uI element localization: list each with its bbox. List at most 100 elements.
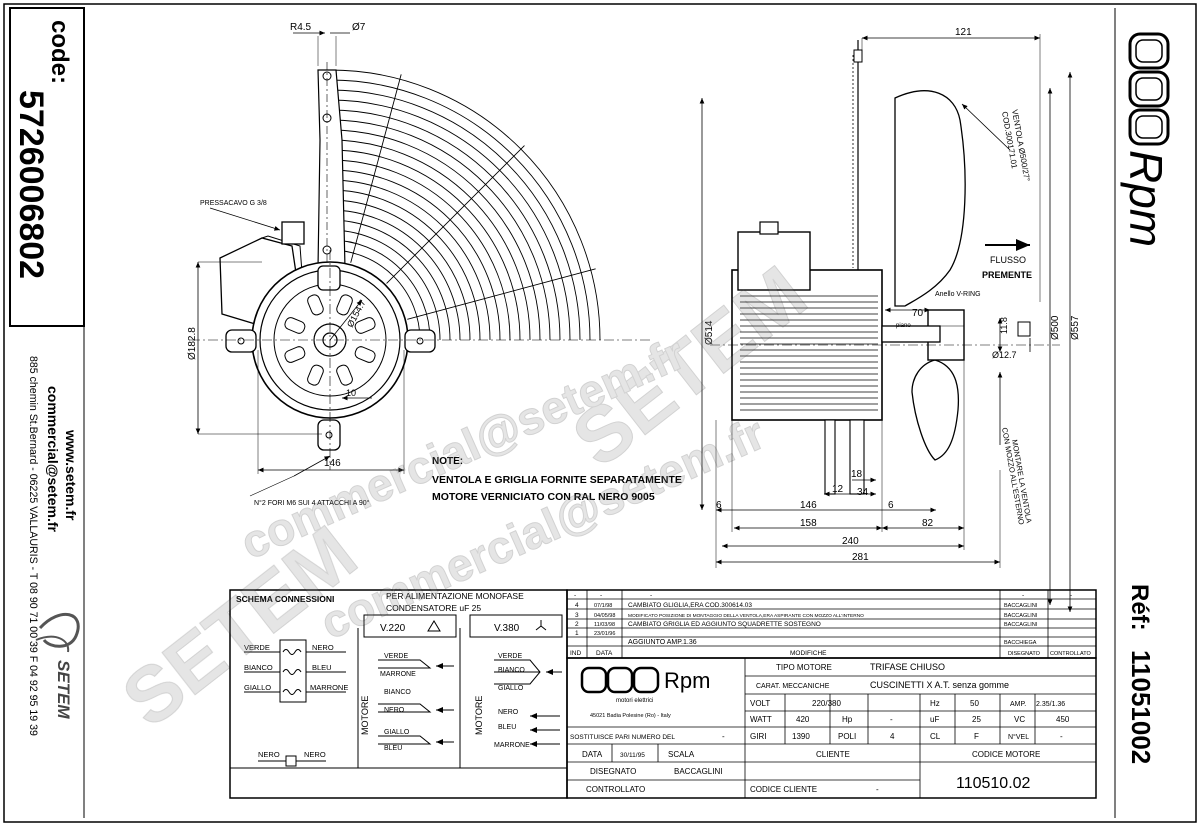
rev-h-controllato: CONTROLLATO (1050, 651, 1091, 657)
vent-slot (354, 346, 376, 363)
watermark-email-2: commercial@setem.fr (313, 407, 772, 650)
cooling-fins (740, 295, 878, 411)
foot-right (404, 329, 436, 353)
data-label: DATA (582, 750, 603, 759)
title-block-box (566, 657, 1097, 799)
b-bianco: BIANCO (498, 667, 525, 674)
watt-label: WATT (750, 715, 772, 724)
vent-slot (284, 317, 306, 334)
dim-82: 82 (922, 518, 934, 529)
vent-slot (336, 364, 353, 386)
rev2-ind: 3 (575, 612, 579, 619)
dim-158: 158 (800, 518, 817, 529)
codice-motore-label: CODICE MOTORE (972, 750, 1040, 759)
nero-right: NERO (312, 643, 334, 652)
piano-label: piano (896, 323, 911, 329)
rev0-text: - (650, 592, 652, 599)
front-view-labels: R4.5 Ø7 PRESSACAVO G 3/8 Ø182.8 Ø154.7 1… (187, 22, 682, 507)
giri-value: 1390 (792, 732, 810, 741)
dim-70: 70 (912, 308, 924, 319)
vent-slot (307, 364, 324, 386)
cap-nero-2: NERO (304, 750, 326, 759)
hz-label: Hz (930, 699, 940, 708)
giallo-left: GIALLO (244, 683, 271, 692)
bleu-right: BLEU (312, 663, 332, 672)
rev3-by: BACCAGLINI (1004, 622, 1038, 628)
b-marrone: MARRONE (494, 742, 530, 749)
right-strip (1114, 8, 1170, 818)
nvel-value: - (1060, 732, 1063, 741)
giri-label: GIRI (750, 732, 766, 741)
sostituisce-label: SOSTITUISCE PARI NUMERO DEL (570, 734, 675, 741)
rev0-ctrl: - (1070, 592, 1072, 599)
rev3-text: CAMBIATO GRIGLIA ED AGGIUNTO SQUADRETTE … (628, 621, 821, 628)
left-strip (9, 7, 85, 818)
grille-spoke (386, 145, 525, 284)
rev2-text: MODIFICATO POSIZIONE DI MONTAGGIO DELLA … (628, 613, 864, 619)
vc-value: 450 (1056, 715, 1070, 724)
amp-value: 2.35/1.36 (1036, 701, 1065, 708)
volt-label: VOLT (750, 699, 770, 708)
sheet-frame (3, 3, 1197, 823)
cable-gland (281, 221, 305, 245)
codice-cliente-value: - (876, 785, 879, 794)
note-line2: MOTORE VERNICIATO CON RAL NERO 9005 (432, 491, 655, 503)
rev3-date: 11/03/98 (594, 622, 615, 628)
note-title: NOTE: (432, 456, 463, 467)
fan-side-upper (894, 90, 966, 307)
rev4-date: 23/01/96 (594, 631, 615, 637)
rev-h-data: DATA (596, 650, 613, 657)
vent-slots (284, 294, 376, 386)
vent-slot (284, 346, 306, 363)
code-value: 5726006802 (12, 90, 50, 279)
foot-top (317, 265, 341, 291)
disegnato-label: DISEGNATO (590, 767, 636, 776)
poli-label: POLI (838, 732, 856, 741)
rev4-ind: 1 (575, 630, 579, 637)
a-verde: VERDE (384, 653, 408, 660)
dim-6a: 6 (716, 500, 722, 511)
hp-value: - (890, 715, 893, 724)
v380-label: V.380 (494, 623, 520, 634)
dim-12: 12 (832, 484, 844, 495)
code-label: code: (46, 20, 73, 84)
note-line1: VENTOLA E GRIGLIA FORNITE SEPARATAMENTE (432, 474, 682, 486)
poli-value: 4 (890, 732, 895, 741)
address-text: 885 chemin St.Bernard - 06225 VALLAURIS … (27, 356, 39, 736)
rev-h-disegnato: DISEGNATO (1008, 651, 1041, 657)
cl-label: CL (930, 732, 941, 741)
grille-spokes (350, 74, 596, 320)
side-view (699, 34, 1073, 612)
hz-value: 50 (970, 699, 979, 708)
fan-side-lower (911, 359, 960, 461)
rev2-date: 04/05/98 (594, 613, 615, 619)
company-addr: 45021 Badia Polesine (Ro) - Italy (590, 713, 671, 719)
scala-label: SCALA (668, 750, 695, 759)
dim-r45: R4.5 (290, 22, 312, 33)
holes-note: N°2 FORI M6 SUI 4 ATTACCHI A 90° (254, 499, 370, 507)
dim-6b: 6 (888, 500, 894, 511)
cap-nero-1: NERO (258, 750, 280, 759)
ref-value: 11051002 (1126, 650, 1156, 764)
disegnato-value: BACCAGLINI (674, 767, 722, 776)
b-bleu: BLEU (498, 724, 516, 731)
title-block-labels: Rpm motori elettrici 45021 Badia Polesin… (570, 662, 1070, 794)
grille-spoke (350, 74, 402, 263)
foot-left (225, 329, 257, 353)
foot-bottom (317, 419, 341, 451)
dim-18: 18 (851, 469, 863, 480)
rev1-ind: 4 (575, 602, 579, 609)
b-verde: VERDE (498, 653, 522, 660)
data-value: 30/11/95 (620, 752, 645, 759)
rev4-text: AGGIUNTO AMP.1.36 (628, 639, 697, 646)
schema-title: SCHEMA CONNESSIONI (236, 594, 334, 604)
codice-cliente-label: CODICE CLIENTE (750, 785, 817, 794)
front-view (190, 30, 650, 497)
dim-d7: Ø7 (352, 22, 366, 33)
company-sub: motori elettrici (616, 698, 653, 704)
shaft (881, 325, 941, 343)
dim-d557: Ø557 (1070, 315, 1081, 340)
dim-146-front: 146 (324, 458, 341, 469)
grille-spoke (407, 268, 596, 320)
